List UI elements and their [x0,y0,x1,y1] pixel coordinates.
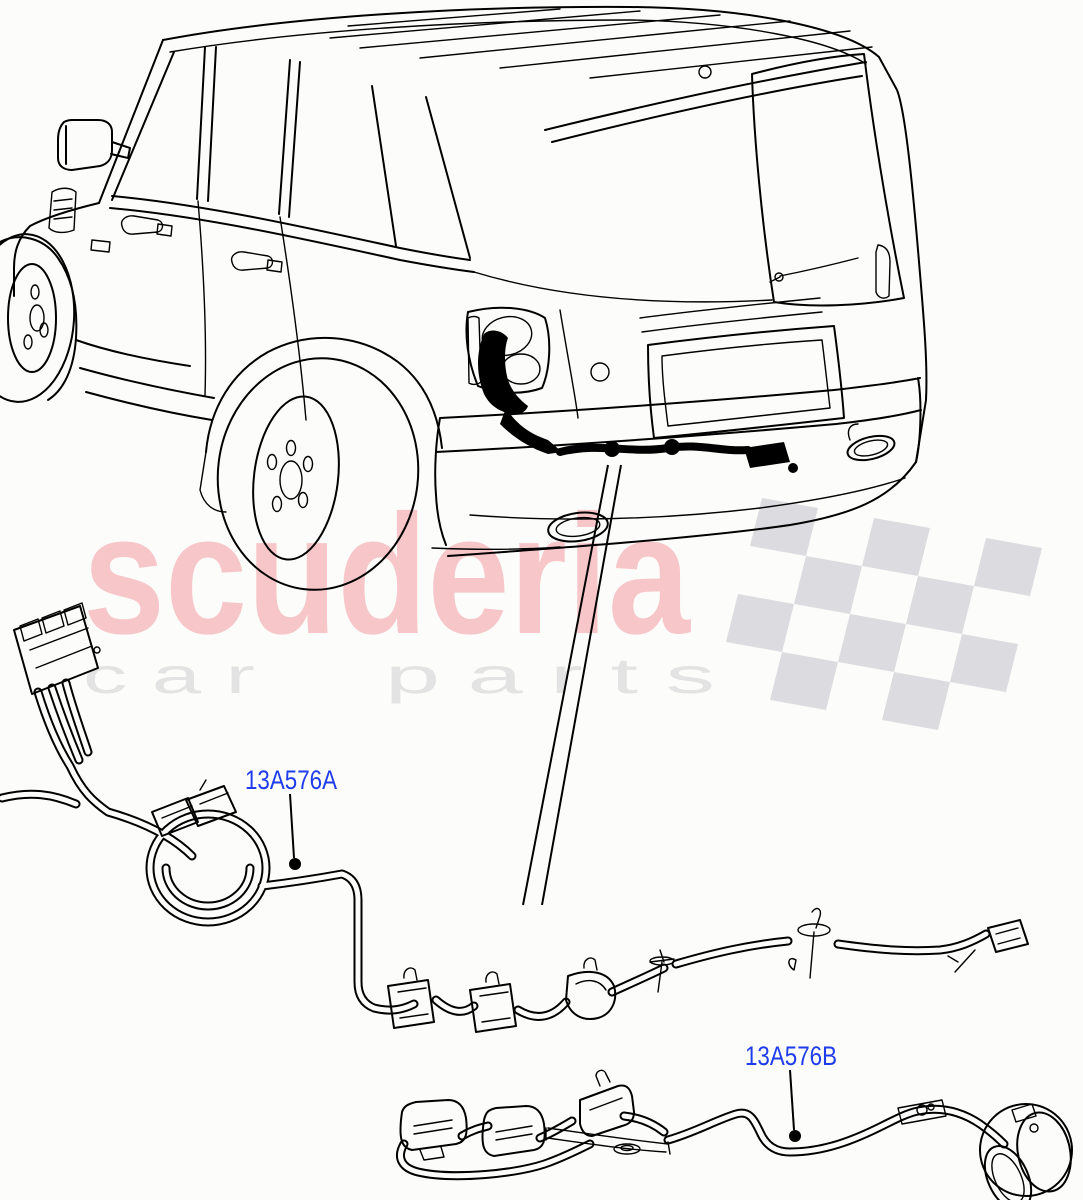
callout-a-dot [289,858,301,870]
hood-cowl [13,202,100,297]
checkered-flag-watermark [726,498,1042,730]
sunroof-stripes [329,8,873,79]
callout-b-label[interactable]: 13A576B [745,1041,837,1071]
rear-bumper [434,377,922,546]
door-seams [197,200,307,421]
callout-a-leader-line [289,793,295,859]
tailgate-right-lamp [875,244,891,299]
callout-a-label[interactable]: 13A576A [245,765,337,795]
rear-spoiler [544,61,867,143]
rear-wheel [199,336,443,591]
vehicle-rear-line-art [0,5,928,591]
rear-wiper [769,257,859,283]
beltline [109,195,475,273]
tailgate-handle-strip [639,297,823,333]
front-wheel [0,233,78,403]
harness-a-clip-3 [947,949,976,973]
brand-watermark-subtext-car: c a r [83,648,255,704]
vehicle-body-outline [162,5,928,557]
harness-a-sensor-3 [565,957,617,1020]
harness-13A576A-drawing [2,602,1029,1033]
harness-b-clip [897,1099,947,1125]
harness-13A576B-drawing [399,1069,1073,1200]
tailgate-sensor [590,362,610,382]
callout-13A576A: 13A576A [245,765,337,870]
harness-b-module-3 [579,1069,635,1137]
installed-harness-highlight [478,330,798,473]
harness-a-connector-block [13,602,101,695]
b-pillar [196,46,217,202]
side-mirror [57,119,131,171]
rocker-sill [75,339,215,421]
side-badge [90,239,111,253]
bumper-valance [469,477,906,520]
harness-b-bracket [545,1127,671,1155]
exhaust-tips [547,423,896,543]
front-door-handle [120,215,173,237]
roof-antenna [698,65,712,79]
callout-13A576B: 13A576B [745,1041,837,1142]
rear-shoulder-line [473,271,773,303]
harness-b-module-1 [399,1099,468,1161]
license-plate-recess [647,325,845,439]
fender-vent [48,187,77,234]
callout-b-leader-line [789,1069,795,1131]
tailgate-left-seam [559,309,579,419]
harness-b-trailer-socket [979,1103,1073,1200]
harness-a-sensor-2 [469,971,517,1033]
tailgate-glass [751,53,905,307]
location-leader-lines [522,464,622,906]
callout-b-dot [789,1130,801,1142]
harness-b-module-2 [481,1105,546,1157]
harness-a-end-connector [987,919,1029,953]
harness-a-sensor-1 [387,967,435,1029]
harness-a-pushpin-clip [788,907,831,979]
underbody-line [431,546,561,551]
d-pillar [371,85,471,259]
a-pillar [98,39,175,204]
roof-inner-rail [169,19,867,65]
rear-door-handle [230,251,283,273]
harness-a-loop-connector [151,779,237,837]
harness-a-clip-1 [649,949,675,993]
brand-watermark-subtext-parts: p a r t s [385,648,715,704]
c-pillar [278,59,301,218]
